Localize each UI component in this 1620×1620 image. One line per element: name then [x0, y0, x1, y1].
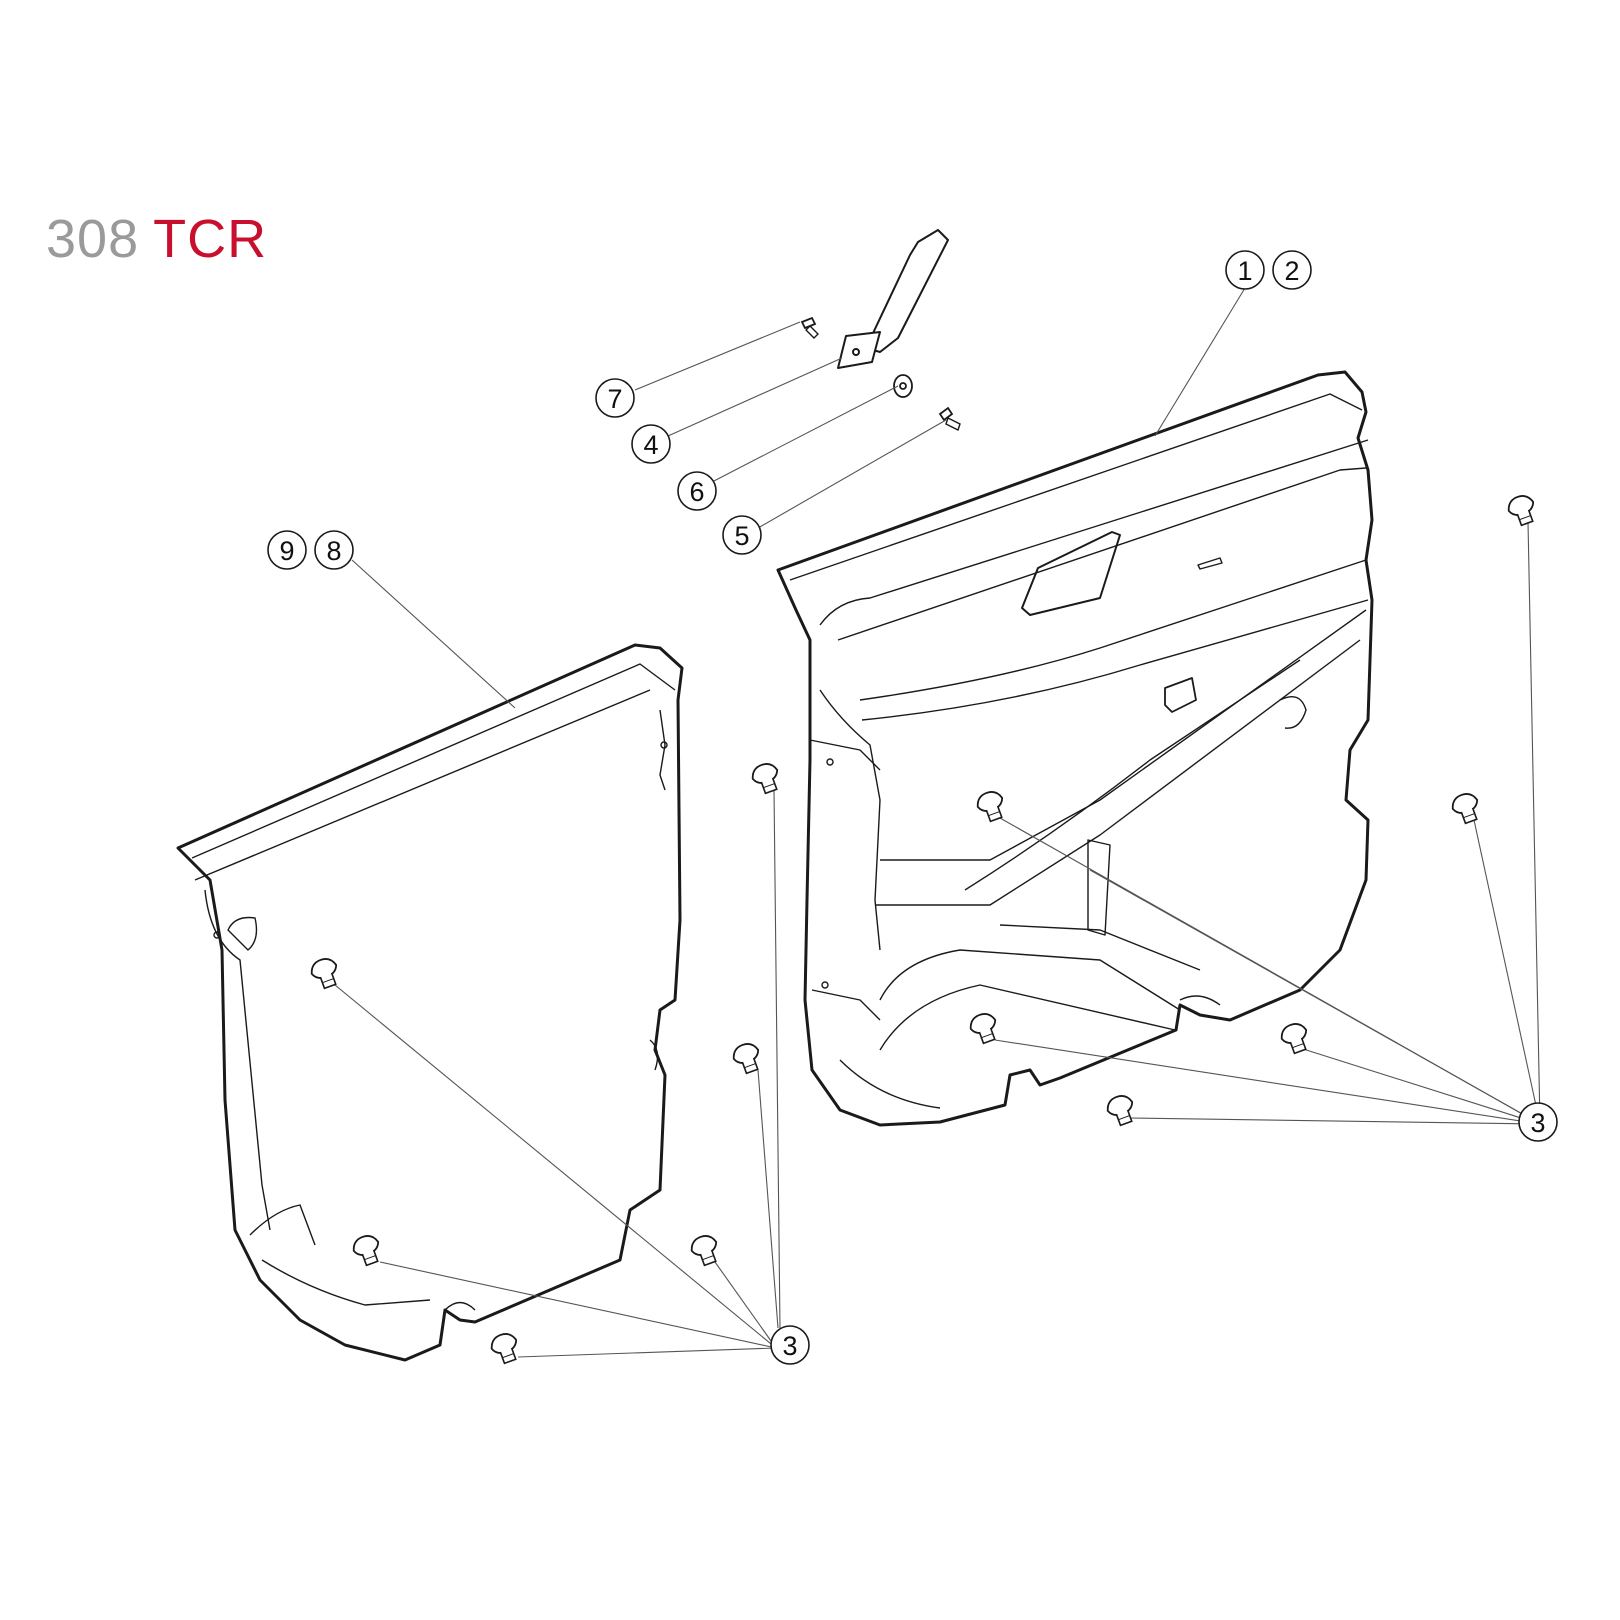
callout-8: 8 [314, 530, 354, 570]
callout-8-label: 8 [326, 536, 341, 566]
callout-1: 1 [1225, 250, 1265, 290]
clip-pin [1103, 1091, 1140, 1129]
clip-pin [1448, 789, 1485, 827]
callout-3-rear: 3 [770, 1325, 810, 1365]
clip-pin [487, 1329, 524, 1367]
clip-pin [748, 759, 785, 797]
callout-2: 2 [1272, 250, 1312, 290]
callout-6-label: 6 [689, 477, 704, 507]
clip-pins [307, 491, 1541, 1367]
front-panel-window-switch-recess [1021, 531, 1121, 616]
leader-lines [334, 287, 1541, 1358]
screw-7 [800, 316, 819, 339]
clip-pin [687, 1231, 724, 1269]
clip-pin [1504, 491, 1541, 529]
front-panel-handle-recess [1164, 677, 1197, 713]
callout-5: 5 [722, 515, 762, 555]
clip-pin [729, 1039, 766, 1077]
callout-4-label: 4 [643, 430, 658, 460]
callout-7-label: 7 [607, 384, 622, 414]
front-panel-slot [1197, 557, 1223, 570]
front-door-panel [776, 370, 1374, 1127]
callout-3-front-label: 3 [1530, 1108, 1545, 1138]
rear-panel-outline [176, 643, 684, 1362]
brand-trim: TCR [153, 209, 268, 269]
callout-7: 7 [595, 378, 635, 418]
clip-pin [307, 954, 344, 992]
callout-9-label: 9 [279, 536, 294, 566]
clip-pin [349, 1231, 386, 1269]
washer-6 [893, 374, 913, 398]
callout-2-label: 2 [1284, 256, 1299, 286]
clip-pin [973, 787, 1010, 825]
callout-9: 9 [267, 530, 307, 570]
brand-model: 308 [46, 209, 140, 269]
callout-1-label: 1 [1237, 256, 1252, 286]
callout-4: 4 [631, 424, 671, 464]
door-pull-handle [837, 229, 949, 369]
front-panel-top-rail [789, 393, 1363, 581]
callout-3-front: 3 [1518, 1102, 1558, 1142]
callout-5-label: 5 [734, 521, 749, 551]
rear-panel-top-rail [191, 663, 676, 859]
rear-door-panel [176, 643, 684, 1362]
callout-6: 6 [677, 471, 717, 511]
callout-3-rear-label: 3 [782, 1331, 797, 1361]
callouts: 1 2 3 3 4 5 6 [267, 250, 1558, 1365]
screw-5 [938, 406, 961, 431]
front-panel-outline [776, 370, 1374, 1127]
